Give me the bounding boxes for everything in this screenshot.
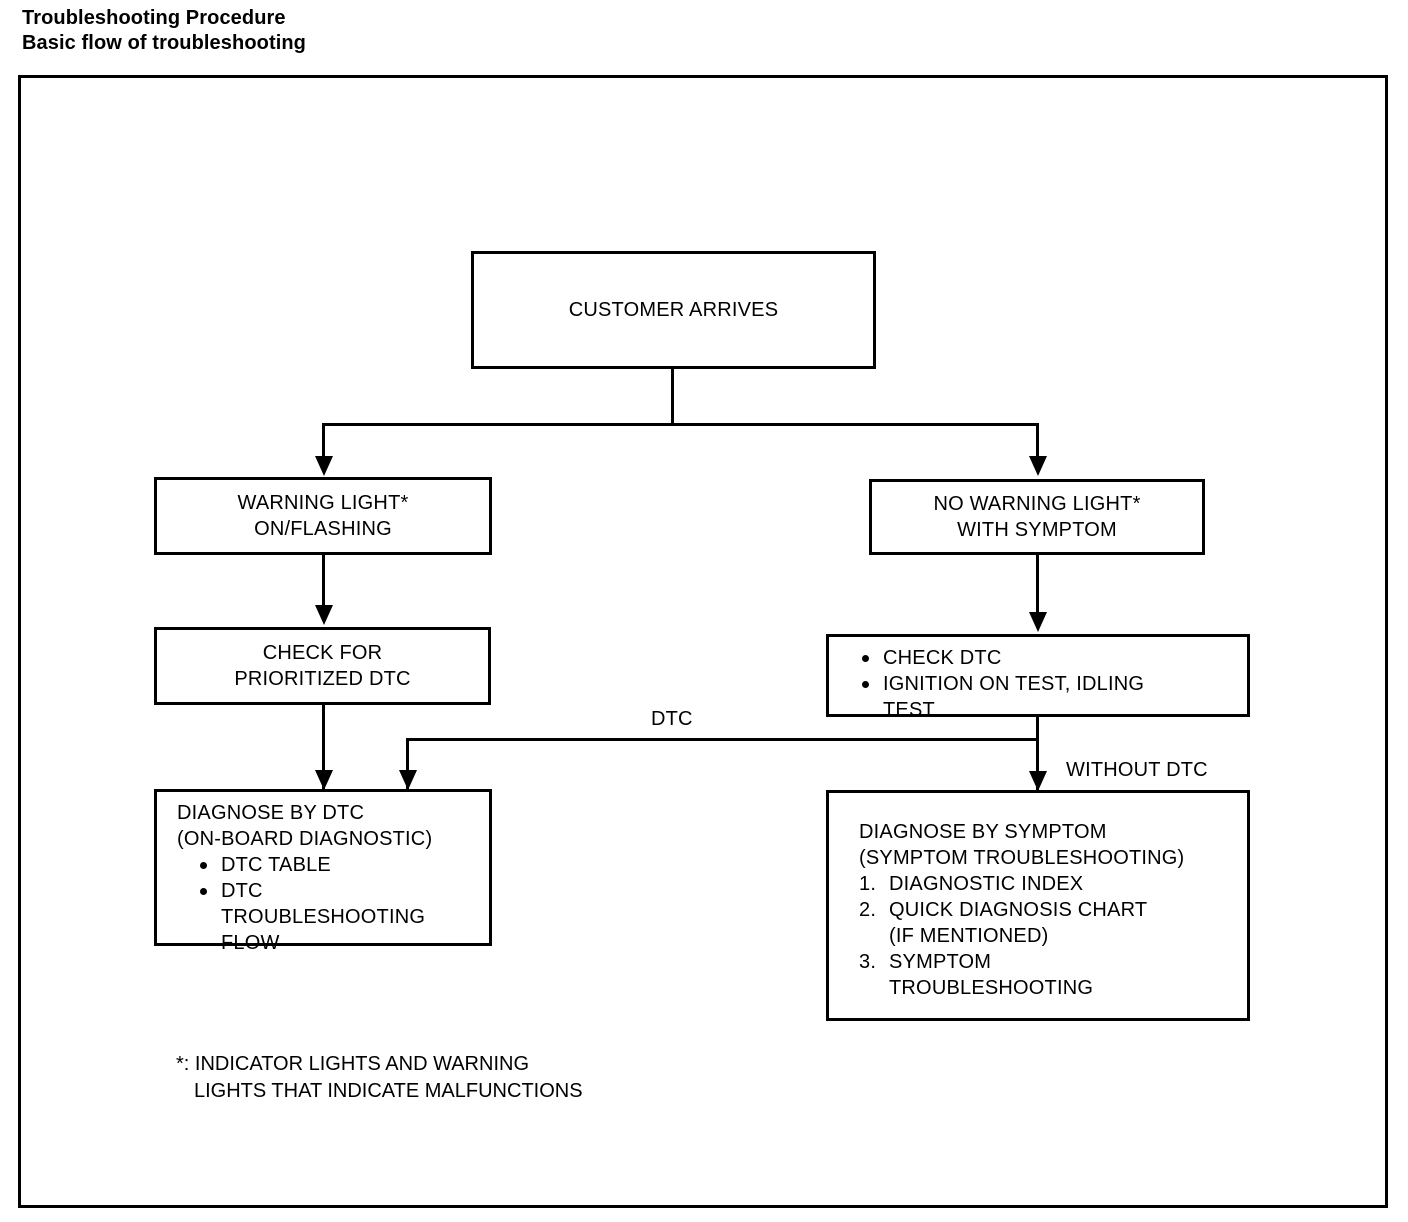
connector-dtc-branch-drop	[406, 738, 409, 792]
arrowhead-to-check-prioritized	[315, 605, 333, 625]
connector-warning-to-check	[322, 555, 325, 608]
connector-split-right-drop	[1036, 423, 1039, 459]
diagnose-symptom-numbered-list: DIAGNOSTIC INDEX QUICK DIAGNOSIS CHART (…	[859, 871, 1247, 1001]
footnote-line-2: LIGHTS THAT INDICATE MALFUNCTIONS	[194, 1080, 583, 1102]
connector-dtc-branch-horizontal	[406, 738, 1039, 741]
list-item: DTC TROUBLESHOOTING FLOW	[195, 878, 489, 956]
list-item: DIAGNOSTIC INDEX	[859, 871, 1084, 897]
title-line-2: Basic flow of troubleshooting	[22, 32, 307, 54]
node-customer-arrives-label: CUSTOMER ARRIVES	[568, 299, 779, 321]
node-customer-arrives[interactable]: CUSTOMER ARRIVES	[471, 251, 876, 369]
list-item: IGNITION ON TEST, IDLING TEST	[857, 671, 1247, 723]
node-no-warning-light-line-1: NO WARNING LIGHT*	[933, 493, 1141, 515]
arrowhead-to-check-dtc	[1029, 612, 1047, 632]
connector-checkdtc-to-symptom	[1036, 717, 1039, 794]
title-line-1: Troubleshooting Procedure	[22, 7, 286, 29]
node-no-warning-light-line-2: WITH SYMPTOM	[957, 519, 1117, 541]
page-title: Troubleshooting Procedure Basic flow of …	[22, 6, 306, 56]
node-check-prioritized-line-1: CHECK FOR	[262, 642, 383, 664]
list-item: CHECK DTC	[857, 645, 1247, 671]
arrowhead-to-no-warning-light	[1029, 456, 1047, 476]
node-diagnose-symptom-line-1: DIAGNOSE BY SYMPTOM	[859, 821, 1107, 843]
diagram-frame: CUSTOMER ARRIVES WARNING LIGHT* ON/FLASH…	[18, 75, 1388, 1208]
edge-label-without-dtc: WITHOUT DTC	[1066, 759, 1208, 781]
node-diagnose-dtc-line-2: (ON-BOARD DIAGNOSTIC)	[177, 828, 433, 850]
node-warning-light[interactable]: WARNING LIGHT* ON/FLASHING	[154, 477, 492, 555]
arrowhead-to-diagnose-dtc-right	[399, 770, 417, 790]
node-diagnose-dtc-line-1: DIAGNOSE BY DTC	[177, 802, 365, 824]
arrowhead-to-warning-light	[315, 456, 333, 476]
node-warning-light-line-1: WARNING LIGHT*	[237, 492, 409, 514]
footnote: *: INDICATOR LIGHTS AND WARNING LIGHTS T…	[176, 1051, 583, 1105]
node-diagnose-symptom-line-2: (SYMPTOM TROUBLESHOOTING)	[859, 847, 1185, 869]
list-item: QUICK DIAGNOSIS CHART (IF MENTIONED)	[859, 897, 1148, 947]
connector-nowarning-to-checkdtc	[1036, 555, 1039, 615]
node-diagnose-by-symptom[interactable]: DIAGNOSE BY SYMPTOM (SYMPTOM TROUBLESHOO…	[826, 790, 1250, 1021]
connector-customer-stem	[671, 369, 674, 425]
diagnose-dtc-bullet-list: DTC TABLE DTC TROUBLESHOOTING FLOW	[195, 852, 489, 956]
node-check-dtc[interactable]: CHECK DTC IGNITION ON TEST, IDLING TEST	[826, 634, 1250, 721]
check-dtc-bullet-list: CHECK DTC IGNITION ON TEST, IDLING TEST	[857, 645, 1247, 723]
node-warning-light-line-2: ON/FLASHING	[254, 518, 392, 540]
connector-split-bar	[322, 423, 1039, 426]
node-check-prioritized-line-2: PRIORITIZED DTC	[234, 668, 411, 690]
node-check-prioritized-dtc[interactable]: CHECK FOR PRIORITIZED DTC	[154, 627, 491, 705]
list-item: DTC TABLE	[195, 852, 489, 878]
connector-checkprioritized-to-diagnosedtc	[322, 705, 325, 792]
arrowhead-to-diagnose-dtc-left	[315, 770, 333, 790]
node-no-warning-light[interactable]: NO WARNING LIGHT* WITH SYMPTOM	[869, 479, 1205, 555]
footnote-line-1: *: INDICATOR LIGHTS AND WARNING	[176, 1053, 529, 1075]
list-item: SYMPTOM TROUBLESHOOTING	[859, 949, 1094, 999]
connector-split-left-drop	[322, 423, 325, 459]
arrowhead-to-diagnose-symptom	[1029, 771, 1047, 791]
node-diagnose-by-dtc[interactable]: DIAGNOSE BY DTC (ON-BOARD DIAGNOSTIC) DT…	[154, 789, 492, 954]
edge-label-dtc: DTC	[651, 708, 693, 730]
